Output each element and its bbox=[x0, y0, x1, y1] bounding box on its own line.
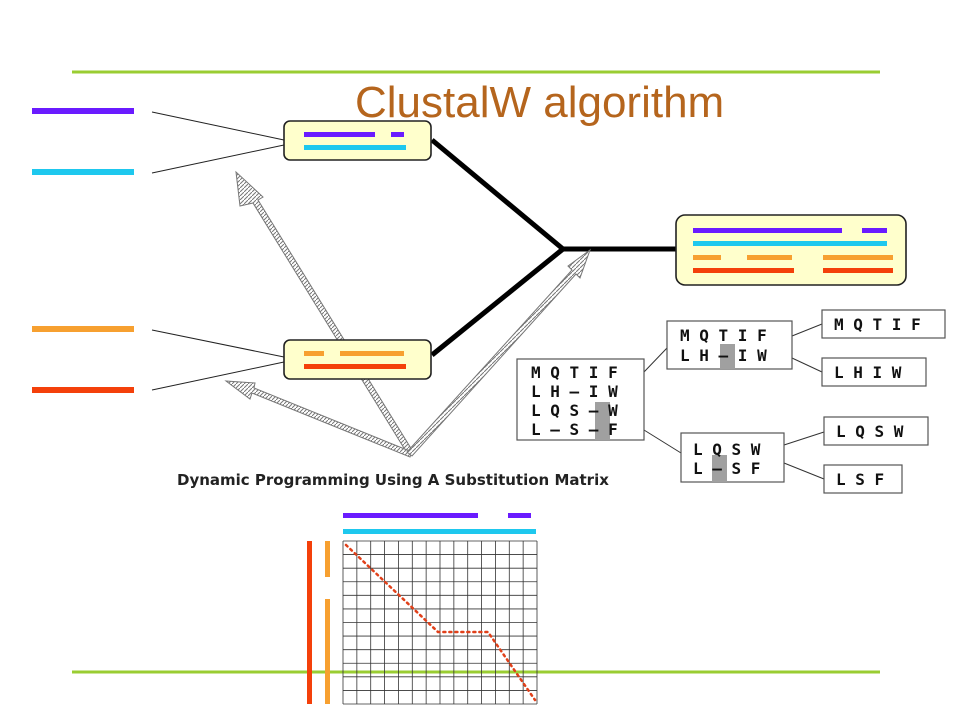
arrow-to-root bbox=[406, 248, 592, 457]
leaf-box-3: L Q S W bbox=[823, 416, 929, 446]
combined-row-1: M Q T I F bbox=[531, 363, 618, 382]
combined-row-3: L Q S – W bbox=[531, 401, 618, 420]
matrix-seq-red bbox=[307, 541, 312, 704]
combined-row-2: L H – I W bbox=[531, 382, 618, 401]
group-b-alignment-box: L Q S W L – S F bbox=[680, 432, 785, 483]
svg-text:L H I W: L H I W bbox=[834, 363, 902, 382]
page-title: ClustalW algorithm bbox=[355, 78, 724, 127]
input-seq-cyan bbox=[32, 169, 134, 175]
group-a-row-1: M Q T I F bbox=[680, 326, 767, 345]
alignment-connectors bbox=[643, 323, 825, 480]
node-top bbox=[283, 120, 432, 161]
matrix-seq-purple-b bbox=[508, 513, 531, 518]
gap-cell bbox=[720, 344, 735, 369]
input-seq-orange bbox=[32, 326, 134, 332]
input-seq-purple bbox=[32, 108, 134, 114]
input-connectors bbox=[151, 111, 285, 391]
gap-cell bbox=[595, 402, 610, 440]
guide-tree bbox=[430, 138, 676, 357]
group-b-row-2: L – S F bbox=[693, 459, 760, 478]
matrix-grid bbox=[342, 540, 538, 705]
input-seq-red bbox=[32, 387, 134, 393]
gap-cell bbox=[712, 455, 727, 482]
dp-caption: Dynamic Programming Using A Substitution… bbox=[177, 471, 609, 489]
node-bottom bbox=[283, 339, 432, 380]
matrix-seq-orange-a bbox=[325, 541, 330, 577]
combined-alignment-box: M Q T I F L H – I W L Q S – W L – S – F bbox=[516, 358, 645, 441]
traceback-path bbox=[344, 543, 537, 702]
arrow-to-top-node bbox=[235, 170, 413, 454]
svg-text:L S F: L S F bbox=[836, 470, 884, 489]
svg-text:M Q T I F: M Q T I F bbox=[834, 315, 921, 334]
input-sequences bbox=[32, 108, 134, 393]
matrix-seq-orange-b bbox=[325, 599, 330, 704]
leaf-box-2: L H I W bbox=[821, 357, 927, 387]
combined-row-4: L – S – F bbox=[531, 420, 618, 439]
svg-text:L Q S W: L Q S W bbox=[836, 422, 904, 441]
matrix-seq-cyan bbox=[343, 529, 536, 534]
leaf-box-4: L S F bbox=[823, 464, 903, 494]
dp-arrows bbox=[224, 170, 592, 458]
matrix-seq-purple-a bbox=[343, 513, 478, 518]
dp-matrix bbox=[307, 513, 538, 705]
group-b-row-1: L Q S W bbox=[693, 440, 761, 459]
group-a-alignment-box: M Q T I F L H – I W bbox=[666, 320, 793, 370]
group-a-row-2: L H – I W bbox=[680, 346, 767, 365]
arrow-to-bottom-node bbox=[224, 380, 413, 458]
node-root bbox=[675, 214, 907, 286]
leaf-box-1: M Q T I F bbox=[821, 309, 946, 339]
